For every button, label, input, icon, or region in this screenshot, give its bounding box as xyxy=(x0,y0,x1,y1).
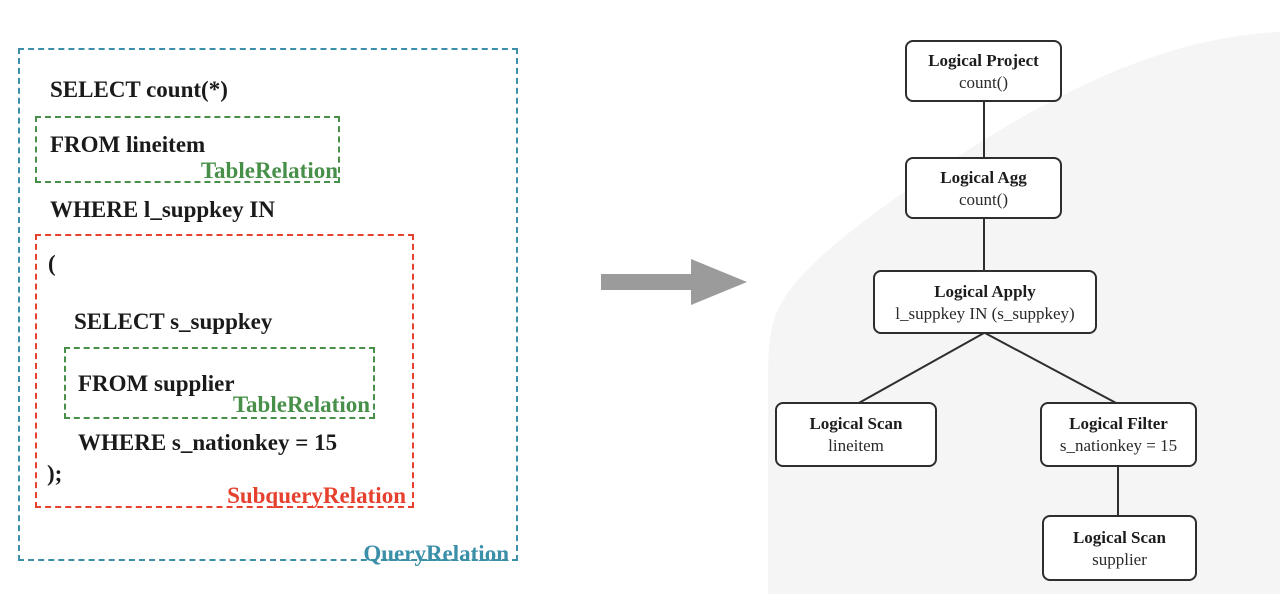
plan-node-title: Logical Project xyxy=(928,50,1039,70)
query-relation-label: QueryRelation xyxy=(363,541,509,566)
plan-node-title: Logical Filter xyxy=(1069,414,1168,433)
plan-node-title: Logical Agg xyxy=(940,167,1027,187)
plan-node-subtitle: supplier xyxy=(1092,549,1147,569)
plan-node-subtitle: lineitem xyxy=(828,436,884,455)
table-relation-box-inner xyxy=(64,347,375,419)
plan-node-logical-filter: Logical Filter s_nationkey = 15 xyxy=(1040,402,1197,467)
sql-line-from-inner: FROM supplier xyxy=(78,371,235,396)
sql-line-where-inner: WHERE s_nationkey = 15 xyxy=(78,430,338,455)
table-relation-label-inner: TableRelation xyxy=(232,392,370,417)
sql-line-select-outer: SELECT count(*) xyxy=(50,77,228,102)
sql-line-from-outer: FROM lineitem xyxy=(50,132,206,157)
table-relation-box-outer xyxy=(35,116,340,183)
table-relation-label-outer: TableRelation xyxy=(200,158,338,183)
plan-node-title: Logical Scan xyxy=(1072,527,1167,547)
edge-apply-filter xyxy=(984,332,1119,405)
plan-node-logical-project: Logical Project count() xyxy=(905,40,1062,102)
plan-node-logical-apply: Logical Apply l_suppkey IN (s_suppkey) xyxy=(873,270,1097,334)
query-relation-box xyxy=(18,48,518,561)
plan-node-subtitle: l_suppkey IN (s_suppkey) xyxy=(895,303,1075,323)
plan-node-title: Logical Apply xyxy=(934,281,1036,301)
plan-node-subtitle: s_nationkey = 15 xyxy=(1059,436,1178,455)
arrow-head xyxy=(691,259,747,305)
sql-line-select-inner: SELECT s_suppkey xyxy=(74,309,273,334)
edge-apply-scan-lineitem xyxy=(856,332,985,405)
subquery-relation-label: SubqueryRelation xyxy=(227,483,406,508)
arrow-shaft xyxy=(601,274,693,290)
plan-node-subtitle: count() xyxy=(958,189,1009,209)
plan-node-logical-scan-supplier: Logical Scan supplier xyxy=(1042,515,1197,581)
sql-line-where-outer: WHERE l_suppkey IN xyxy=(50,197,275,222)
subquery-relation-box xyxy=(35,234,414,508)
plan-node-subtitle: count() xyxy=(958,72,1009,92)
transform-arrow-icon xyxy=(601,259,747,305)
plan-node-title: Logical Scan xyxy=(809,414,903,433)
sql-line-open-paren: ( xyxy=(48,251,56,276)
sql-line-close-paren: ); xyxy=(47,461,63,486)
plan-node-logical-scan-lineitem: Logical Scan lineitem xyxy=(775,402,937,467)
plan-node-logical-agg: Logical Agg count() xyxy=(905,157,1062,219)
